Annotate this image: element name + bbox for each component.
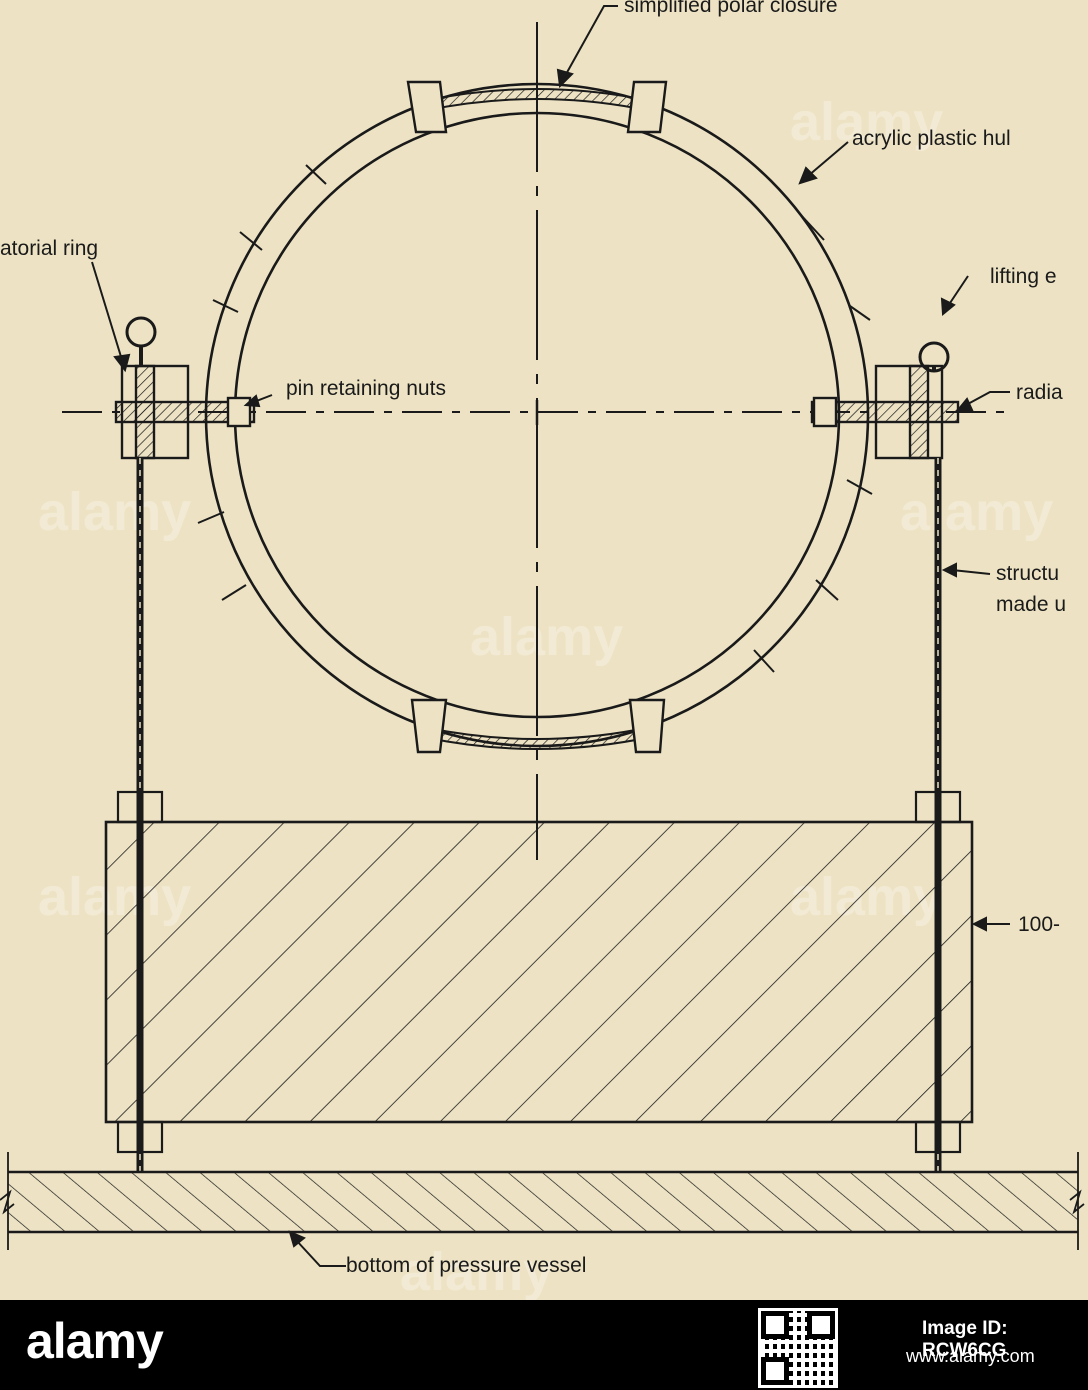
stock-footer-bar: alamy Image ID: RCW6CG www.alamy.com — [0, 1300, 1088, 1390]
label-structure-line-1: structu — [996, 562, 1059, 585]
technical-diagram: alamy alamy alamy alamy alamy alamy alam… — [0, 0, 1085, 1300]
bottom-polar-closure — [410, 698, 666, 754]
pressure-vessel-floor — [0, 1152, 1085, 1250]
label-pressure-vessel: bottom of pressure vessel — [346, 1254, 586, 1277]
brand-logo: alamy — [26, 1313, 164, 1369]
label-weight: 100- — [1018, 913, 1060, 936]
svg-text:alamy: alamy — [470, 607, 623, 667]
left-equatorial-ring — [114, 316, 256, 460]
label-pin-retaining-nuts: pin retaining nuts — [286, 377, 446, 400]
label-polar-closure: simplified polar closure — [624, 0, 838, 17]
image-id-text: Image ID: RCW6CG — [922, 1318, 1008, 1361]
site-url-text: www.alamy.com — [906, 1346, 1035, 1366]
right-equatorial-ring — [810, 341, 960, 460]
label-structure-line-2: made u — [996, 593, 1066, 616]
svg-text:alamy: alamy — [790, 92, 943, 152]
ballast-weight-block — [104, 820, 974, 1124]
leader-lines — [91, 5, 1010, 1267]
label-acrylic-hull: acrylic plastic hul — [852, 127, 1011, 150]
label-radial: radia — [1016, 381, 1063, 404]
svg-text:alamy: alamy — [400, 1242, 553, 1300]
label-equatorial-ring: atorial ring — [0, 237, 98, 260]
labels: simplified polar closure acrylic plastic… — [0, 0, 1066, 1277]
label-lifting-eye: lifting e — [990, 265, 1057, 288]
svg-text:alamy: alamy — [38, 482, 191, 542]
svg-text:alamy: alamy — [900, 482, 1053, 542]
top-polar-closure — [406, 80, 668, 134]
qr-code-icon — [758, 1308, 838, 1388]
